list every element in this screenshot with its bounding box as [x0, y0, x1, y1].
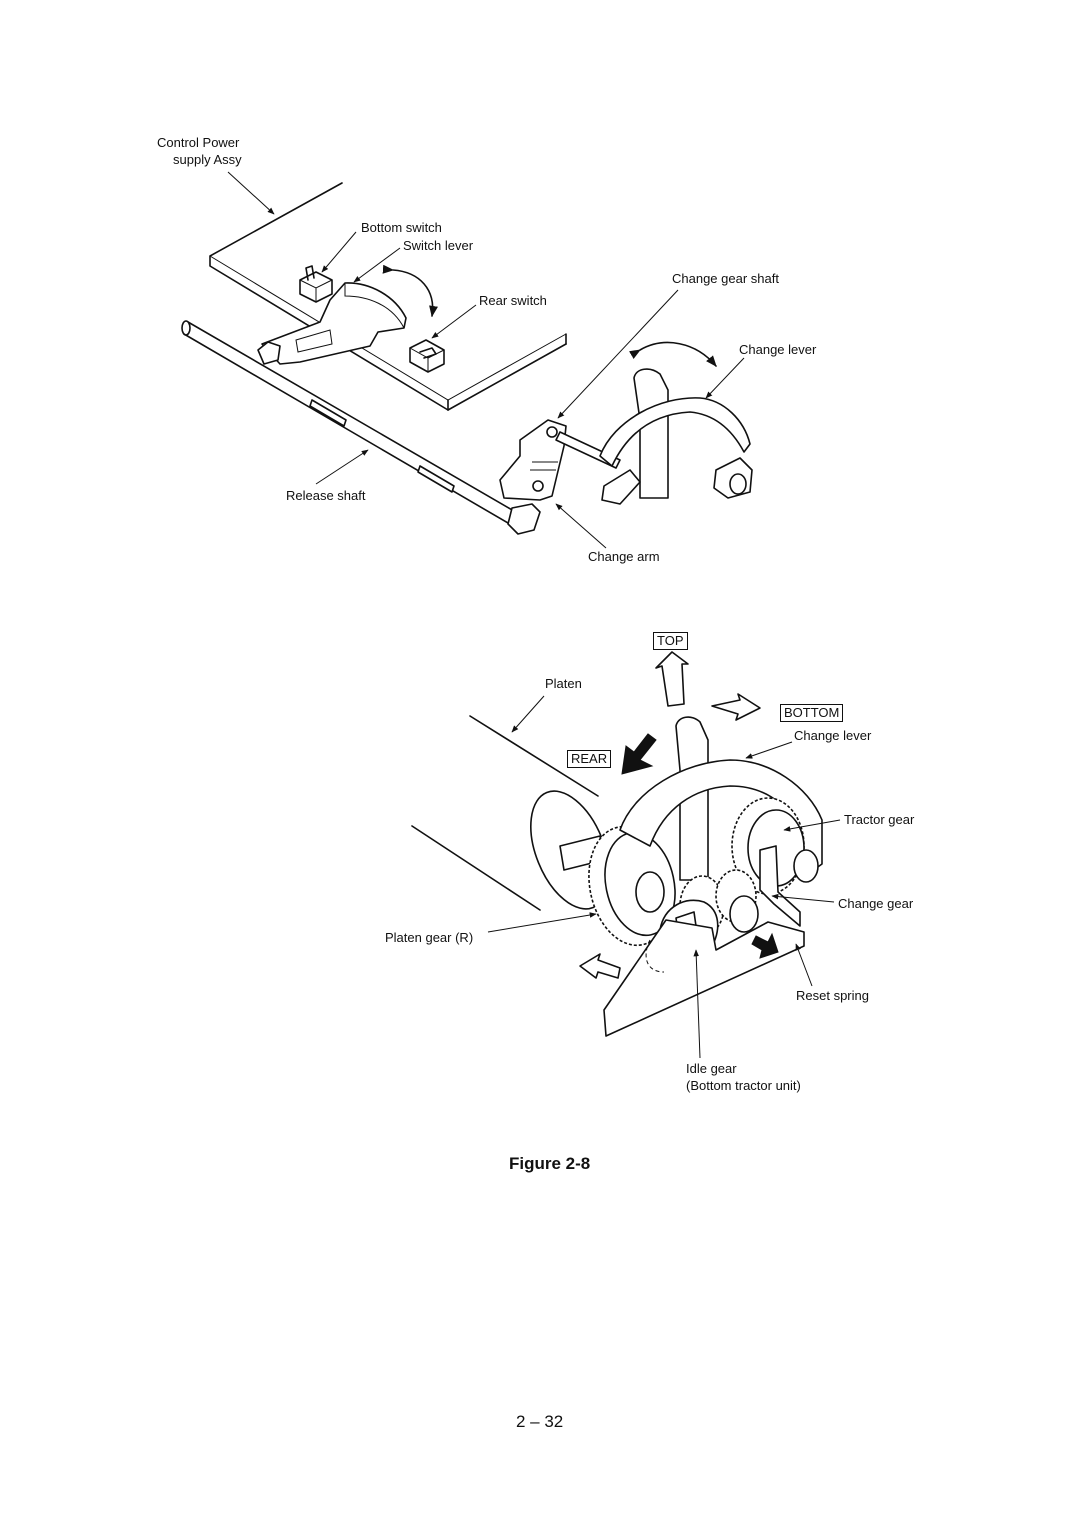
front-arrow: [579, 953, 621, 979]
reset-arrow: [751, 932, 779, 959]
label-supply-assy: supply Assy: [173, 152, 242, 167]
tractor-base-plate: [603, 919, 805, 1037]
lower-mechanism: [411, 651, 841, 1059]
label-rear-box: REAR: [567, 750, 612, 768]
label-control-power: Control Power: [157, 135, 240, 150]
label-change-arm: Change arm: [588, 549, 660, 564]
label-reset-spring: Reset spring: [796, 988, 869, 1003]
label-platen-gear-r: Platen gear (R): [385, 930, 474, 945]
page-number: 2 – 32: [516, 1412, 564, 1431]
rear-arrow: [621, 733, 657, 775]
rear-switch: [409, 339, 445, 373]
label-release-shaft: Release shaft: [286, 488, 366, 503]
label-change-lever-upper: Change lever: [739, 342, 817, 357]
switch-lever: [261, 282, 407, 365]
upper-mechanism: [181, 171, 753, 549]
label-change-lever-lower: Change lever: [794, 728, 872, 743]
bottom-switch: [299, 265, 333, 303]
label-top-box: TOP: [653, 632, 688, 650]
label-bottom-tractor-unit: (Bottom tractor unit): [686, 1078, 801, 1093]
label-idle-gear: Idle gear: [686, 1061, 737, 1076]
change-arm: [499, 419, 567, 501]
top-arrow: [655, 651, 689, 707]
label-bottom-switch: Bottom switch: [361, 220, 442, 235]
label-change-gear: Change gear: [838, 896, 914, 911]
bottom-arrow: [711, 693, 761, 721]
label-platen: Platen: [545, 676, 582, 691]
label-rear-switch: Rear switch: [479, 293, 547, 308]
change-lever-upper: [599, 368, 753, 505]
label-change-gear-shaft: Change gear shaft: [672, 271, 779, 286]
label-bottom-box: BOTTOM: [780, 704, 844, 722]
release-shaft: [181, 320, 541, 535]
figure-caption: Figure 2-8: [509, 1154, 591, 1173]
label-tractor-gear: Tractor gear: [844, 812, 915, 827]
label-switch-lever: Switch lever: [403, 238, 474, 253]
platen-gear-r: [588, 825, 676, 947]
